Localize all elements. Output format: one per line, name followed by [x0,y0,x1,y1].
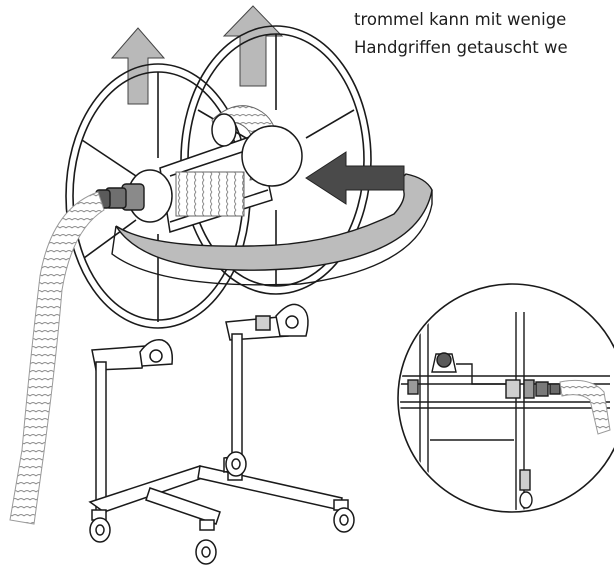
lift-arrow-left-icon [110,27,166,105]
reel-drum [127,105,303,233]
caption-text: trommel kann mit wenige Handgriffen geta… [354,6,614,62]
wheel-front-left [89,509,111,543]
outer-hose [9,191,105,525]
reel-stand [88,303,343,525]
rotation-band [111,173,433,286]
stand-wheels [89,451,355,565]
wheel-front-center [195,519,217,565]
caption-line-2: Handgriffen getauscht we [354,38,568,57]
wheel-back-right [333,499,355,533]
wheel-back-center [225,451,247,481]
caption-line-1: trommel kann mit wenige [354,10,567,29]
lift-arrow-right-icon [222,5,284,87]
rotation-arrow-icon [305,151,405,205]
detail-view [397,283,614,513]
